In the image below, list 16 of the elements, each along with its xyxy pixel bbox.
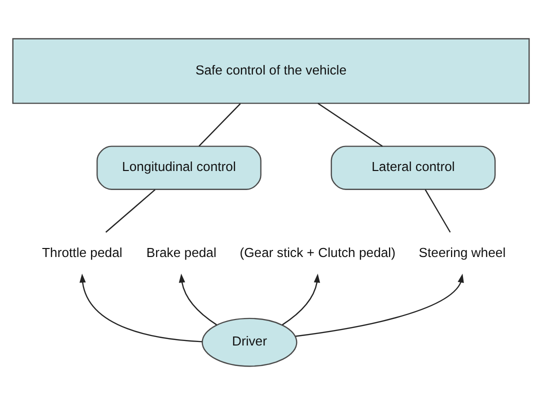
- arrow: [296, 274, 464, 337]
- node-box: Lateral control: [330, 146, 496, 190]
- node-text: Throttle pedal: [42, 245, 122, 260]
- node-text: Steering wheel: [418, 245, 506, 260]
- node-box: Safe control of the vehicle: [12, 38, 530, 104]
- arrow: [80, 274, 202, 342]
- node-ellipse: Driver: [202, 318, 298, 367]
- connector: [424, 189, 451, 233]
- arrow: [178, 274, 217, 326]
- node-text: Brake pedal: [146, 245, 216, 260]
- connector: [198, 103, 241, 146]
- node-box: Longitudinal control: [96, 146, 262, 190]
- connector: [318, 102, 383, 147]
- arrow: [282, 274, 320, 326]
- node-text: (Gear stick + Clutch pedal): [240, 245, 396, 260]
- connector: [105, 189, 156, 233]
